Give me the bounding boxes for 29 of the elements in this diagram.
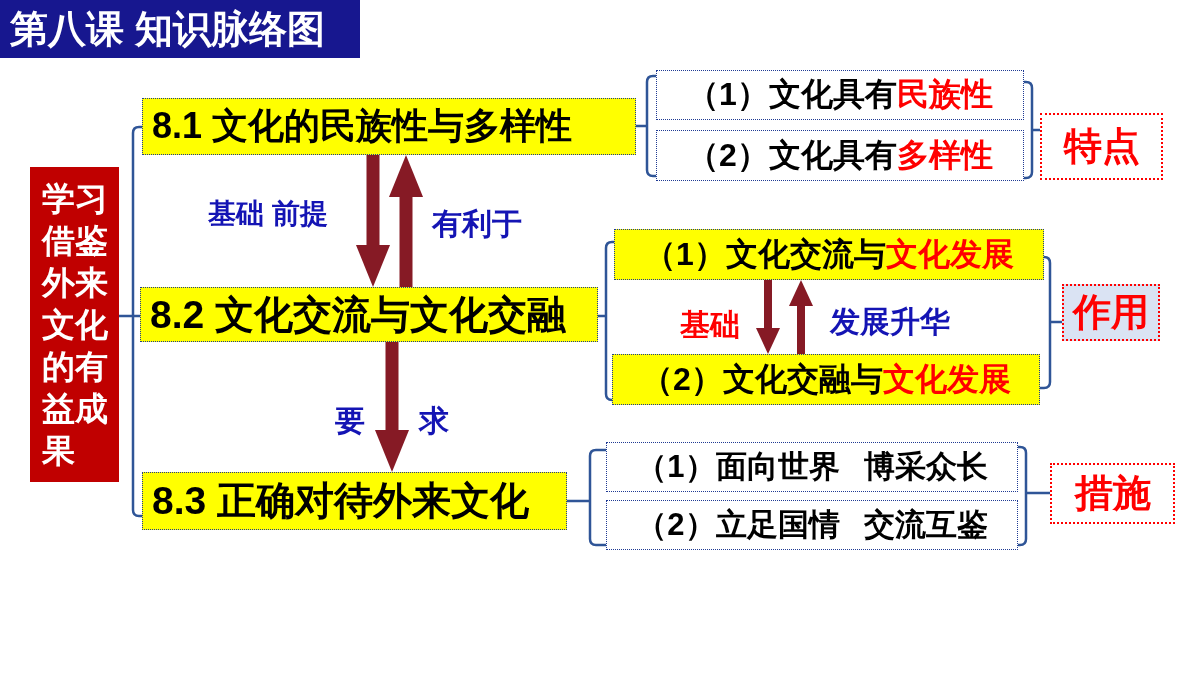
arrow (389, 155, 423, 287)
brace-connector (1038, 255, 1064, 390)
title-banner: 第八课 知识脉络图 (0, 0, 360, 58)
summary-box: 措施 (1050, 463, 1175, 524)
topic-box: 8.3 正确对待外来文化 (142, 472, 567, 530)
summary-box: 特点 (1040, 113, 1163, 180)
arrow (789, 280, 813, 354)
brace-connector (565, 448, 608, 547)
edge-label: 发展升华 (830, 304, 950, 340)
topic-box: 8.1 文化的民族性与多样性 (142, 98, 636, 155)
point-box: （2）文化交融与文化发展 (612, 354, 1040, 405)
edge-label: 基础 (680, 307, 740, 343)
arrow (356, 155, 390, 287)
brace-connector (634, 74, 658, 178)
brace-connector (1016, 445, 1052, 547)
summary-box: 作用 (1062, 284, 1160, 341)
point-box: （1）文化具有民族性 (656, 70, 1024, 120)
edge-label: 基础 前提 (208, 197, 328, 231)
root-box: 学习借鉴外来文化的有益成果 (30, 167, 119, 482)
edge-label: 有利于 (432, 206, 522, 242)
edge-label: 要 求 (335, 403, 450, 439)
topic-box: 8.2 文化交流与文化交融 (140, 287, 598, 342)
point-box: （2）文化具有多样性 (656, 130, 1024, 181)
arrow (756, 280, 780, 354)
point-box: （2）立足国情 交流互鉴 (606, 500, 1018, 550)
arrow (375, 342, 409, 472)
point-box: （1）文化交流与文化发展 (614, 229, 1044, 280)
point-box: （1）面向世界 博采众长 (606, 442, 1018, 492)
brace-connector (596, 240, 616, 402)
